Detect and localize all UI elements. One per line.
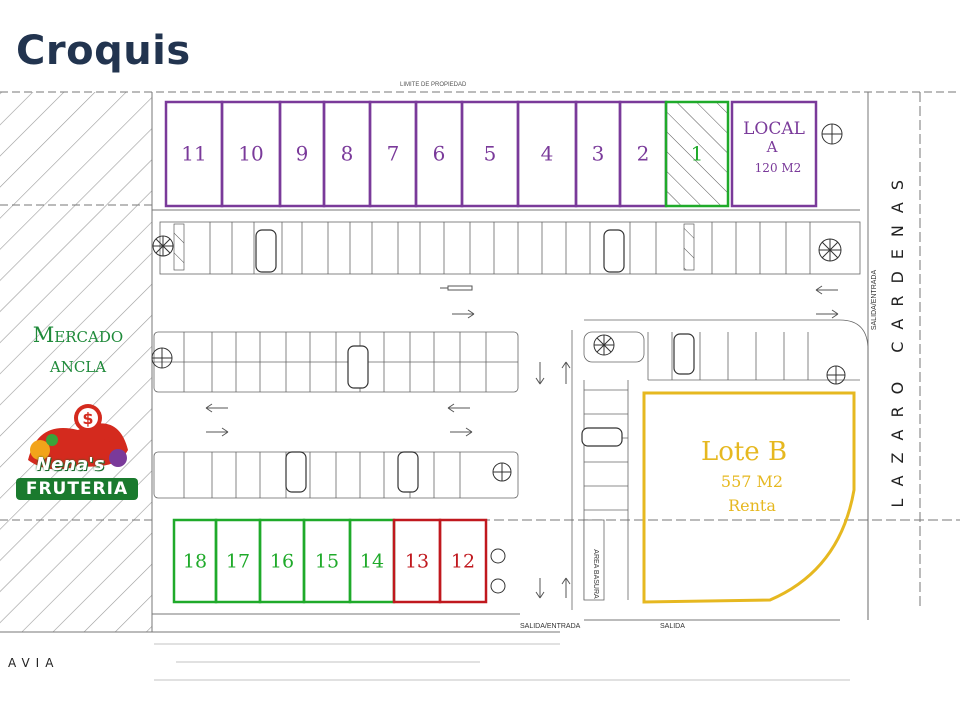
car-icon (347, 345, 369, 389)
top-units: 11 10 9 8 7 6 5 4 3 2 1 (164, 100, 730, 208)
bottom-unit-label: 16 (270, 550, 294, 572)
top-unit-1[interactable]: 1 (664, 100, 730, 208)
top-unit-11[interactable]: 11 (164, 100, 224, 208)
bottom-unit-14[interactable]: 14 (348, 518, 396, 604)
car-icon (285, 451, 307, 493)
logo-name: FRUTERIA (16, 478, 138, 500)
local-a-letter: A (766, 138, 778, 156)
lote-b-title: Lote B (701, 437, 787, 467)
top-unit-label: 2 (637, 142, 650, 166)
bottom-unit-label: 15 (315, 550, 339, 572)
bottom-unit-label: 12 (451, 550, 475, 572)
property-limit-label: LIMITE DE PROPIEDAD (400, 82, 467, 88)
top-unit-10[interactable]: 10 (220, 100, 282, 208)
top-unit-9[interactable]: 9 (278, 100, 326, 208)
street-lazaro-cardenas: LAZARO CARDENAS (888, 168, 907, 508)
bottom-unit-label: 14 (360, 550, 384, 572)
logo-brand: Nena's (36, 454, 105, 475)
car-icon (673, 333, 695, 375)
lote-b-status: Renta (728, 496, 776, 515)
car-icon (581, 427, 623, 447)
top-unit-3[interactable]: 3 (574, 100, 622, 208)
page-title: Croquis (16, 28, 191, 74)
bottom-unit-13[interactable]: 13 (392, 518, 442, 604)
top-unit-label: 9 (296, 142, 309, 166)
trash-area (583, 519, 605, 601)
top-unit-label: 6 (433, 142, 446, 166)
bottom-unit-15[interactable]: 15 (302, 518, 352, 604)
salida-entrada-bottom: SALIDA/ENTRADA (520, 623, 581, 630)
salida-label: SALIDA (660, 623, 685, 630)
bottom-units: 18 17 16 15 14 13 12 (172, 518, 488, 604)
bottom-unit-label: 13 (405, 550, 429, 572)
top-unit-6[interactable]: 6 (414, 100, 464, 208)
lote-b[interactable]: Lote B 557 M2 Renta (642, 391, 856, 604)
anchor-lot-hatch (0, 92, 152, 632)
car-icon (397, 451, 419, 493)
traffic-arrows (205, 285, 839, 599)
anchor-line-1: Mercado (32, 323, 124, 347)
parking-top (159, 221, 861, 275)
bottom-unit-16[interactable]: 16 (258, 518, 306, 604)
local-a-area: 120 M2 (755, 161, 802, 175)
car-icon (603, 229, 625, 273)
top-unit-label: 8 (341, 142, 354, 166)
dimension-lines (154, 643, 850, 681)
local-a[interactable]: LOCAL A 120 M2 (730, 100, 818, 208)
top-unit-7[interactable]: 7 (368, 100, 418, 208)
anchor-line-2: ancla (49, 353, 107, 377)
top-unit-outline (664, 100, 730, 208)
top-unit-5[interactable]: 5 (460, 100, 520, 208)
bottom-unit-17[interactable]: 17 (214, 518, 262, 604)
parking-middle (153, 331, 519, 393)
top-unit-4[interactable]: 4 (516, 100, 578, 208)
anchor-market-label: Mercado ancla (8, 320, 148, 380)
parking-lower (153, 451, 519, 499)
top-unit-label: 7 (387, 142, 400, 166)
bottom-unit-12[interactable]: 12 (438, 518, 488, 604)
bottom-unit-outline (438, 518, 488, 604)
parking-right (571, 319, 869, 620)
bottom-unit-label: 17 (226, 550, 250, 572)
top-unit-label: 1 (691, 142, 704, 166)
top-unit-label: 3 (592, 142, 605, 166)
street-avia: AVIA (8, 656, 60, 670)
bottom-unit-label: 18 (183, 550, 207, 572)
salida-entrada-right: SALIDA/ENTRADA (871, 270, 878, 331)
top-unit-label: 5 (484, 142, 497, 166)
area-basura-label: AREA BASURA (592, 549, 599, 599)
tree-icons (151, 123, 846, 594)
top-unit-2[interactable]: 2 (618, 100, 668, 208)
top-unit-label: 4 (541, 142, 554, 166)
bottom-unit-18[interactable]: 18 (172, 518, 218, 604)
car-icon (255, 229, 277, 273)
fruteria-logo: $ (28, 404, 128, 470)
lote-b-area: 557 M2 (721, 472, 783, 491)
top-unit-label: 10 (238, 142, 263, 166)
local-a-title: LOCAL (743, 119, 805, 139)
top-unit-8[interactable]: 8 (322, 100, 372, 208)
logo-dollar-icon: $ (82, 409, 93, 428)
top-unit-label: 11 (181, 142, 206, 166)
